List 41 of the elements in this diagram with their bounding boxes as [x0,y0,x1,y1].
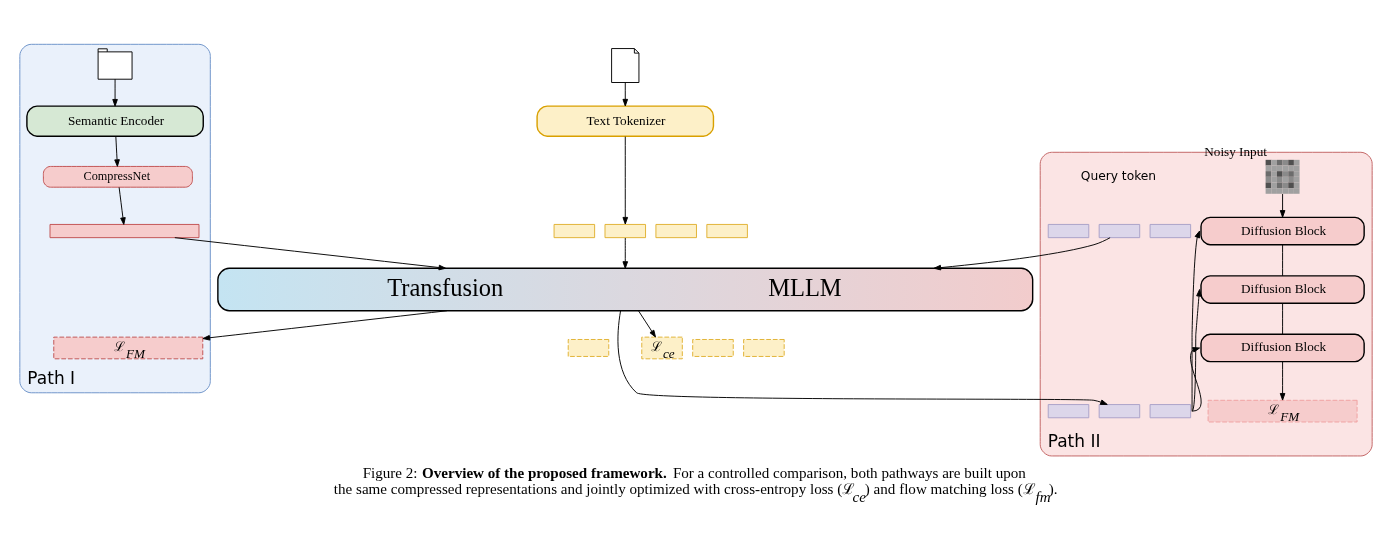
node-box [1098,223,1141,238]
node-box [1047,223,1090,238]
arrow [1190,346,1202,412]
node-box [743,338,785,357]
node-box: CompressNet [42,165,193,188]
arrow [622,81,629,106]
node-box: Diffusion Block [1200,274,1365,304]
node-box [1047,403,1090,418]
arrow [1279,193,1286,218]
node-box [1149,403,1192,418]
arrow [617,309,1108,405]
arrow [174,236,447,270]
connector [1282,243,1284,276]
node-box [692,338,734,357]
arrow [1191,288,1202,412]
arrow [1191,230,1201,412]
arrow [1279,360,1286,401]
node-box [1098,403,1141,418]
node-box: Diffusion Block [1200,333,1365,362]
connector [1282,302,1284,335]
node-box [49,223,200,238]
node-box [553,223,596,238]
arrow [202,309,448,341]
arrow [622,237,629,269]
node-box: Diffusion Block [1200,216,1365,245]
node-box [567,338,610,357]
node-label: Noisy Input [1204,143,1267,159]
node-box [604,223,646,238]
node-box [1149,223,1192,238]
arrow [118,186,126,225]
arrow [638,309,656,337]
node-box [655,223,697,238]
node-box [706,223,748,238]
arrow [114,135,120,167]
node-box: Text Tokenizer [536,104,715,137]
arrow [933,236,1111,270]
node-box: Semantic Encoder [26,104,204,137]
label: Query token [1080,168,1157,183]
arrow [112,78,118,107]
node-box: Transfusion MLLM [217,267,1034,311]
arrow [622,135,629,224]
